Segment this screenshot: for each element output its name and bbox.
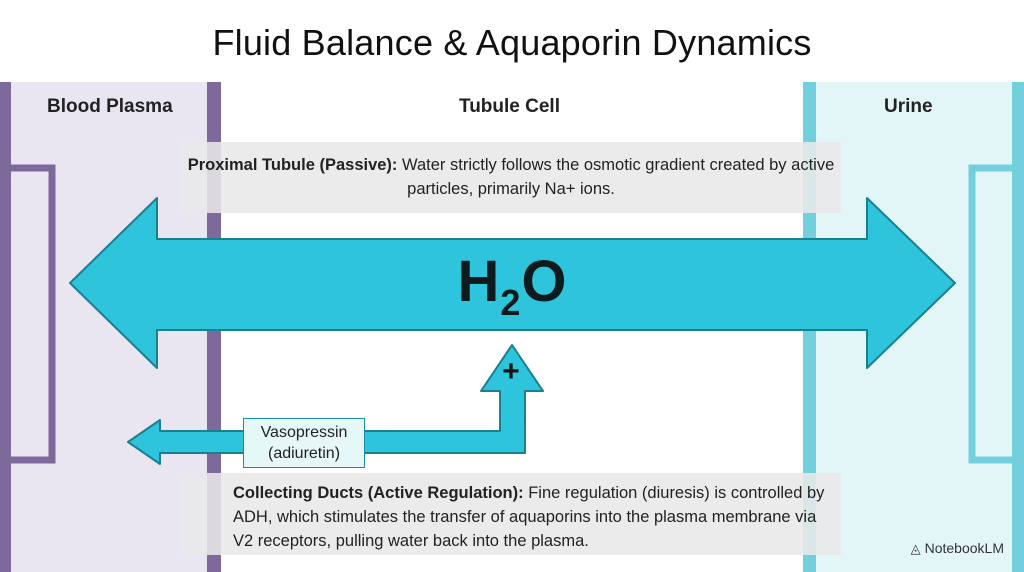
urine-duct-outline <box>968 164 1012 464</box>
stimulation-plus-sign: + <box>502 355 520 388</box>
proximal-tubule-text: Water strictly follows the osmotic gradi… <box>397 156 835 198</box>
h2o-o: O <box>521 249 567 314</box>
urine-outer-membrane <box>1012 82 1024 572</box>
collecting-ducts-text: Fine regulation (diuresis) is controlled… <box>233 484 825 550</box>
proximal-tubule-callout: Proximal Tubule (Passive): Water strictl… <box>181 142 841 213</box>
vasopressin-box: Vasopressin (adiuretin) <box>243 418 365 468</box>
urine-label: Urine <box>884 96 933 117</box>
vasopressin-label: Vasopressin <box>260 424 348 441</box>
page-title: Fluid Balance & Aquaporin Dynamics <box>212 22 812 63</box>
h2o-h: H <box>457 249 500 314</box>
adiuretin-label: (adiuretin) <box>267 445 341 462</box>
proximal-tubule-heading: Proximal Tubule (Passive): <box>187 156 398 174</box>
brand-watermark: ◬NotebookLM <box>911 540 1004 557</box>
brand-name: NotebookLM <box>924 540 1004 556</box>
tubule-cell-label: Tubule Cell <box>459 96 560 117</box>
plasma-outer-membrane <box>0 82 11 572</box>
h2o-label: H2O <box>0 248 1024 323</box>
h2o-double-arrow <box>69 197 956 369</box>
collecting-ducts-heading: Collecting Ducts (Active Regulation): <box>233 484 524 502</box>
plasma-vessel-outline <box>11 164 56 464</box>
collecting-ducts-callout: Collecting Ducts (Active Regulation): Fi… <box>181 473 841 555</box>
notebooklm-icon: ◬ <box>910 541 921 556</box>
h2o-subscript: 2 <box>500 282 521 323</box>
blood-plasma-label: Blood Plasma <box>47 96 173 117</box>
vasopressin-arrow <box>127 344 544 465</box>
